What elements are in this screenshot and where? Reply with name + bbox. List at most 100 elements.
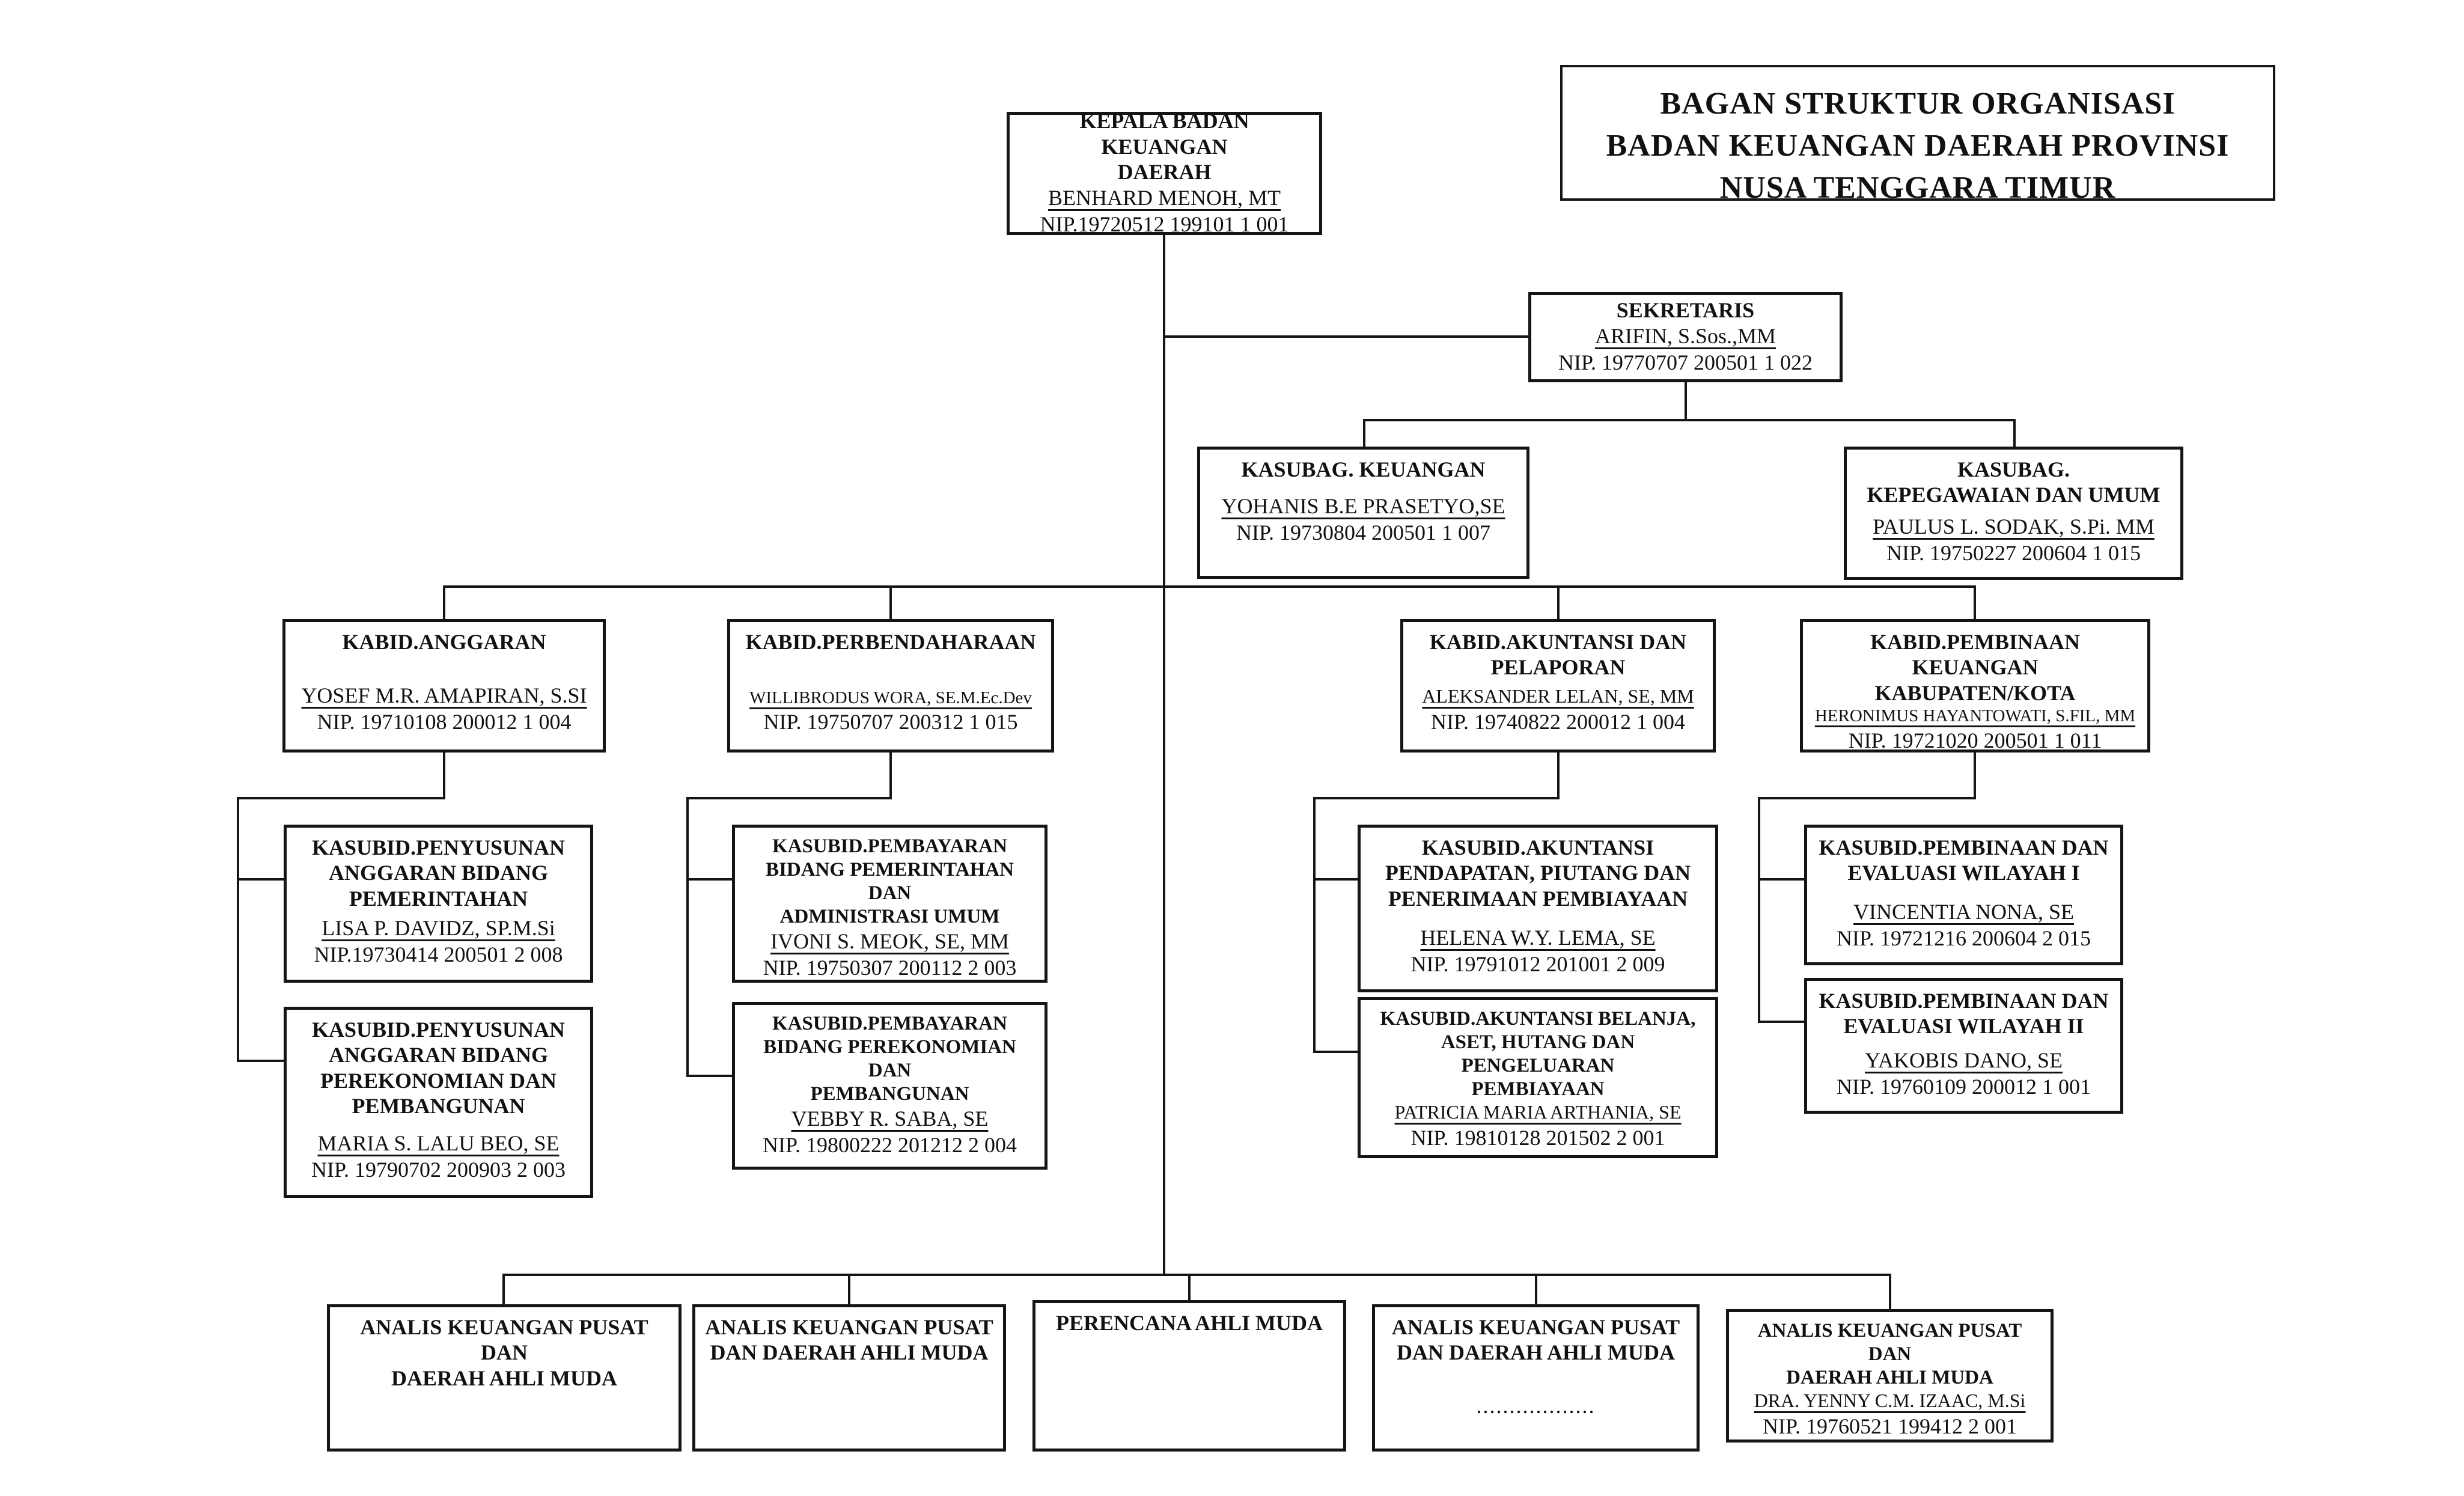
org-node-sekretaris: SEKRETARIS ARIFIN, S.Sos.,MM NIP. 197707… (1528, 292, 1843, 382)
node-title: KASUBAG. KEUANGAN (1241, 457, 1486, 481)
node-person: ARIFIN, S.Sos.,MM NIP. 19770707 200501 1… (1558, 323, 1813, 377)
node-person-nip: NIP. 19791012 201001 2 009 (1410, 952, 1665, 977)
node-person-name: ALEKSANDER LELAN, SE, MM (1422, 685, 1694, 707)
connector-sekretaris-down (1685, 382, 1687, 419)
node-title: KABID.AKUNTANSI DAN PELAPORAN (1429, 630, 1687, 680)
node-person-nip: NIP. 19740822 200012 1 004 (1430, 710, 1686, 734)
node-person-nip: NIP. 19750227 200604 1 015 (1886, 541, 2141, 566)
node-person-name: YOHANIS B.E PRASETYO,SE (1221, 493, 1505, 518)
connector-perbendaharaan-child2 (686, 1075, 732, 1077)
org-node-perencana: PERENCANA AHLI MUDA (1032, 1300, 1346, 1452)
connector-pembinaan-elbow (1758, 797, 1976, 799)
node-person-nip: NIP.19730414 200501 2 008 (314, 942, 563, 967)
connector-akuntansi-child1 (1313, 878, 1358, 881)
node-person-nip: NIP.19720512 199101 1 001 (1040, 212, 1289, 237)
node-person-name: ARIFIN, S.Sos.,MM (1594, 323, 1776, 348)
node-person-name: VEBBY R. SABA, SE (791, 1106, 989, 1131)
org-node-analis-3: ANALIS KEUANGAN PUSAT DAN DAERAH AHLI MU… (1372, 1304, 1700, 1452)
node-title: ANALIS KEUANGAN PUSAT DAN DAERAH AHLI MU… (1757, 1320, 2022, 1388)
connector-anggaran-rail (237, 797, 239, 1062)
connector-trunk-vertical (1163, 235, 1165, 1276)
node-person: MARIA S. LALU BEO, SE NIP. 19790702 2009… (311, 1131, 566, 1184)
connector-pembinaan-child1 (1758, 878, 1804, 881)
connector-kasubag-horizontal (1363, 419, 2016, 421)
node-person: HERONIMUS HAYANTOWATI, S.FIL, MM NIP. 19… (1815, 706, 2135, 754)
node-person-name: BENHARD MENOH, MT (1048, 185, 1281, 210)
node-person-name: HERONIMUS HAYANTOWATI, S.FIL, MM (1814, 706, 2136, 726)
connector-kasubag-kepegawaian-down (2013, 419, 2016, 447)
node-person: BENHARD MENOH, MT NIP.19720512 199101 1 … (1040, 185, 1288, 239)
connector-pembinaan-rail (1758, 797, 1760, 1023)
node-person-nip: NIP. 19770707 200501 1 022 (1558, 350, 1813, 375)
org-node-analis-1: ANALIS KEUANGAN PUSAT DAN DAERAH AHLI MU… (327, 1304, 682, 1452)
node-person-nip: NIP. 19750707 200312 1 015 (763, 710, 1018, 734)
org-node-analis-2: ANALIS KEUANGAN PUSAT DAN DAERAH AHLI MU… (692, 1304, 1006, 1452)
node-person-nip: NIP. 19721020 200501 1 011 (1848, 728, 2102, 753)
connector-kabid-horizontal (443, 585, 1976, 588)
node-person: VINCENTIA NONA, SE NIP. 19721216 200604 … (1837, 899, 2091, 953)
connector-kabid-anggaran-down (443, 585, 445, 619)
connector-analis1-down (502, 1274, 505, 1307)
node-person: YOSEF M.R. AMAPIRAN, S.SI NIP. 19710108 … (301, 683, 587, 736)
node-person-nip: NIP. 19760109 200012 1 001 (1836, 1075, 2091, 1099)
node-title: PERENCANA AHLI MUDA (1055, 1311, 1323, 1335)
org-node-kabid-pembinaan: KABID.PEMBINAAN KEUANGAN KABUPATEN/KOTA … (1800, 619, 2150, 753)
chart-title-line2: BADAN KEUANGAN DAERAH PROVINSI (1606, 129, 2230, 163)
connector-kabid-akuntansi-down (1557, 585, 1560, 619)
node-person: ALEKSANDER LELAN, SE, MM NIP. 19740822 2… (1422, 685, 1694, 736)
node-title: KABID.ANGGARAN (342, 630, 546, 654)
org-node-kepala: KEPALA BADAN KEUANGAN DAERAH BENHARD MEN… (1007, 109, 1322, 236)
node-person-name: PATRICIA MARIA ARTHANIA, SE (1394, 1101, 1682, 1123)
connector-perbendaharaan-stub (889, 753, 892, 799)
connector-perbendaharaan-rail (686, 797, 689, 1077)
node-person-name: LISA P. DAVIDZ, SP.M.Si (322, 915, 555, 940)
node-title: KASUBAG. KEPEGAWAIAN DAN UMUM (1867, 457, 2161, 507)
node-person-name: DRA. YENNY C.M. IZAAC, M.Si (1754, 1389, 2026, 1411)
node-person-name: PAULUS L. SODAK, S.Pi. MM (1873, 514, 2154, 539)
connector-perbendaharaan-elbow (686, 797, 892, 799)
connector-akuntansi-elbow (1313, 797, 1560, 799)
connector-akuntansi-child2 (1313, 1051, 1358, 1053)
connector-perencana-down (1188, 1274, 1191, 1304)
node-person-name: HELENA W.Y. LEMA, SE (1420, 925, 1656, 950)
node-person-nip: NIP. 19790702 200903 2 003 (311, 1158, 566, 1182)
node-person-name: MARIA S. LALU BEO, SE (317, 1131, 560, 1155)
node-person-nip: NIP. 19710108 200012 1 004 (317, 710, 572, 734)
connector-akuntansi-stub (1557, 753, 1560, 799)
node-person: IVONI S. MEOK, SE, MM NIP. 19750307 2001… (763, 929, 1017, 982)
node-person: YOHANIS B.E PRASETYO,SE NIP. 19730804 20… (1221, 493, 1505, 547)
node-title: ANALIS KEUANGAN PUSAT DAN DAERAH AHLI MU… (705, 1315, 993, 1365)
org-node-kasubid-akuntansi-belanja: KASUBID.AKUNTANSI BELANJA, ASET, HUTANG … (1358, 997, 1718, 1158)
org-node-kasubag-kepegawaian: KASUBAG. KEPEGAWAIAN DAN UMUM PAULUS L. … (1844, 447, 2183, 580)
node-title: KASUBID.PEMBINAAN DAN EVALUASI WILAYAH I… (1819, 989, 2109, 1039)
node-person-nip: NIP. 19721216 200604 2 015 (1836, 926, 2091, 951)
node-person: VEBBY R. SABA, SE NIP. 19800222 201212 2… (763, 1106, 1017, 1159)
chart-title-line3: NUSA TENGGARA TIMUR (1719, 171, 2116, 206)
connector-kabid-pembinaan-down (1974, 585, 1976, 619)
node-person: WILLIBRODUS WORA, SE.M.Ec.Dev NIP. 19750… (749, 688, 1032, 736)
org-node-kabid-anggaran: KABID.ANGGARAN YOSEF M.R. AMAPIRAN, S.SI… (282, 619, 606, 753)
node-person: DRA. YENNY C.M. IZAAC, M.Si NIP. 1976052… (1754, 1390, 2026, 1441)
org-node-kasubid-pembayaran-pemerintahan: KASUBID.PEMBAYARAN BIDANG PEMERINTAHAN D… (732, 825, 1048, 983)
node-title: KABID.PEMBINAAN KEUANGAN KABUPATEN/KOTA (1870, 630, 2080, 705)
connector-anggaran-child2 (237, 1060, 284, 1062)
connector-analis4-down (1889, 1274, 1891, 1311)
node-title: SEKRETARIS (1616, 298, 1755, 323)
org-node-analis-4: ANALIS KEUANGAN PUSAT DAN DAERAH AHLI MU… (1726, 1309, 2054, 1443)
connector-bottom-horizontal (502, 1274, 1891, 1276)
org-node-kasubid-penyusunan-pemerintahan: KASUBID.PENYUSUNAN ANGGARAN BIDANG PEMER… (284, 825, 593, 983)
node-title: KASUBID.PEMBAYARAN BIDANG PEREKONOMIAN D… (763, 1013, 1016, 1105)
node-person: YAKOBIS DANO, SE NIP. 19760109 200012 1 … (1837, 1048, 2091, 1101)
org-node-kasubid-wilayah-2: KASUBID.PEMBINAAN DAN EVALUASI WILAYAH I… (1804, 978, 2123, 1114)
node-person-nip: NIP. 19760521 199412 2 001 (1762, 1414, 2017, 1438)
connector-pembinaan-child2 (1758, 1021, 1804, 1023)
node-person-nip: NIP. 19730804 200501 1 007 (1236, 521, 1490, 545)
node-person-name: YOSEF M.R. AMAPIRAN, S.SI (301, 683, 587, 707)
node-person: HELENA W.Y. LEMA, SE NIP. 19791012 20100… (1410, 925, 1665, 979)
org-node-kabid-perbendaharaan: KABID.PERBENDAHARAAN WILLIBRODUS WORA, S… (727, 619, 1054, 753)
org-node-kasubid-akuntansi-pendapatan: KASUBID.AKUNTANSI PENDAPATAN, PIUTANG DA… (1358, 825, 1718, 992)
connector-analis2-down (848, 1274, 850, 1307)
vacant-dots: .................. (1476, 1393, 1596, 1418)
chart-title-box: BAGAN STRUKTUR ORGANISASI BADAN KEUANGAN… (1560, 65, 2275, 205)
